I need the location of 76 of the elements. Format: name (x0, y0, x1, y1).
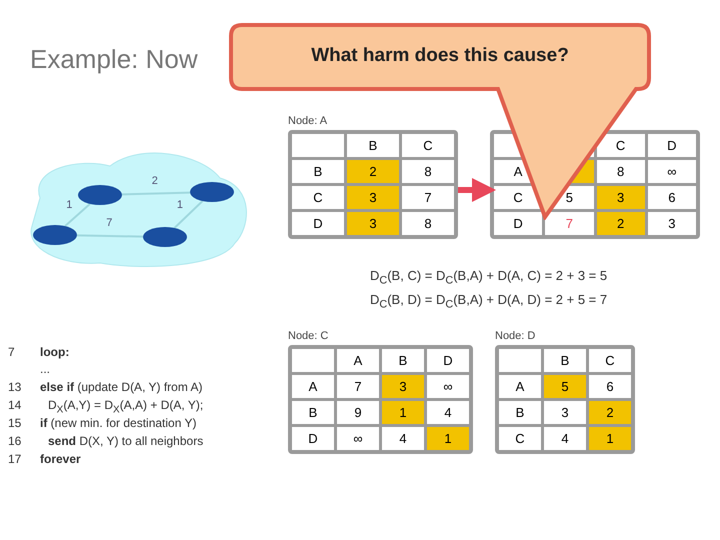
arrow (458, 178, 496, 202)
table-cell: B (382, 349, 424, 372)
table-cell: C (402, 134, 454, 157)
edge-label: 2 (152, 174, 158, 186)
table-title: Node: D (495, 330, 536, 342)
line-number: 14 (8, 398, 22, 412)
table-cell: 1 (427, 427, 469, 450)
code-line: else if (update D(A, Y) from A) (40, 380, 203, 394)
table-cell: ∞ (337, 427, 379, 450)
table-cell: B (347, 134, 399, 157)
line-number: 7 (8, 345, 15, 359)
code-line: loop: (40, 345, 70, 359)
table-cell: 2 (589, 401, 631, 424)
table-cell: ∞ (427, 375, 469, 398)
table-cell: 7 (402, 186, 454, 209)
table-cell: 4 (382, 427, 424, 450)
table-cell: B (499, 401, 541, 424)
table-cell: 6 (589, 375, 631, 398)
line-number: 13 (8, 380, 22, 394)
code-line: ... (40, 362, 50, 376)
table-cell: 2 (347, 160, 399, 183)
table-cell: D (292, 427, 334, 450)
table-cell: 7 (545, 212, 594, 235)
link-line (76, 234, 144, 238)
table-cell: 4 (427, 401, 469, 424)
table-cell: 2 (596, 212, 645, 235)
link-line (174, 200, 204, 229)
line-number: 16 (8, 434, 22, 448)
code-line: send D(X, Y) to all neighbors (48, 434, 204, 448)
table-cell: 3 (544, 401, 586, 424)
table-cell: C (596, 134, 645, 157)
code-line: D$_{X}$(A,Y) = D$_{X}$(A,A) + D(A, Y); (48, 398, 204, 416)
line-number: 17 (8, 452, 22, 466)
code-line: forever (40, 452, 81, 466)
table-cell: A (499, 375, 541, 398)
table-cell: D (427, 349, 469, 372)
table-cell: 7 (337, 375, 379, 398)
link-line (122, 192, 190, 196)
table-cell: A (337, 349, 379, 372)
table-cell: D (648, 134, 696, 157)
table-title: Node: A (288, 115, 328, 127)
table-cell: 4 (544, 427, 586, 450)
edge-label: 1 (66, 198, 72, 211)
slide-title: Example: Now (30, 44, 198, 75)
table-cell: 3 (648, 212, 696, 235)
edge-label: 1 (176, 198, 184, 211)
table-cell: 8 (402, 212, 454, 235)
table-cell: B (292, 401, 334, 424)
table-cell: C (292, 186, 344, 209)
table-cell: 1 (382, 401, 424, 424)
table-cell: C (589, 349, 631, 372)
link-line (64, 203, 91, 227)
table-title: Node: C (288, 330, 330, 342)
table-cell: 3 (596, 186, 645, 209)
code-line: if (new min. for destination Y) (40, 416, 197, 430)
table-cell: 3 (347, 212, 399, 235)
equation: D$_{C}$(B, C) = D$_{C}$(B,A) + D(A, C) = 2 + 3 = 5 (370, 268, 608, 287)
table-cell: 3 (347, 186, 399, 209)
line-number: 15 (8, 416, 22, 430)
callout-text: What harm does this cause? (310, 45, 570, 67)
table-cell: 1 (589, 427, 631, 450)
table-cell: 3 (382, 375, 424, 398)
table-cell: 6 (648, 186, 696, 209)
table-cell: B (292, 160, 344, 183)
table-cell: 5 (544, 375, 586, 398)
equation: D$_{C}$(B, D) = D$_{C}$(B,A) + D(A, D) = 2 + 5 = 7 (370, 292, 608, 311)
table-cell: 9 (337, 401, 379, 424)
table-cell: 8 (596, 160, 645, 183)
table-cell: 8 (402, 160, 454, 183)
table-cell: D (494, 212, 542, 235)
table-cell: B (544, 349, 586, 372)
table-cell: A (292, 375, 334, 398)
table-cell: ∞ (648, 160, 696, 183)
table-cell: C (499, 427, 541, 450)
edge-label: 7 (106, 217, 112, 229)
table-cell: D (292, 212, 344, 235)
